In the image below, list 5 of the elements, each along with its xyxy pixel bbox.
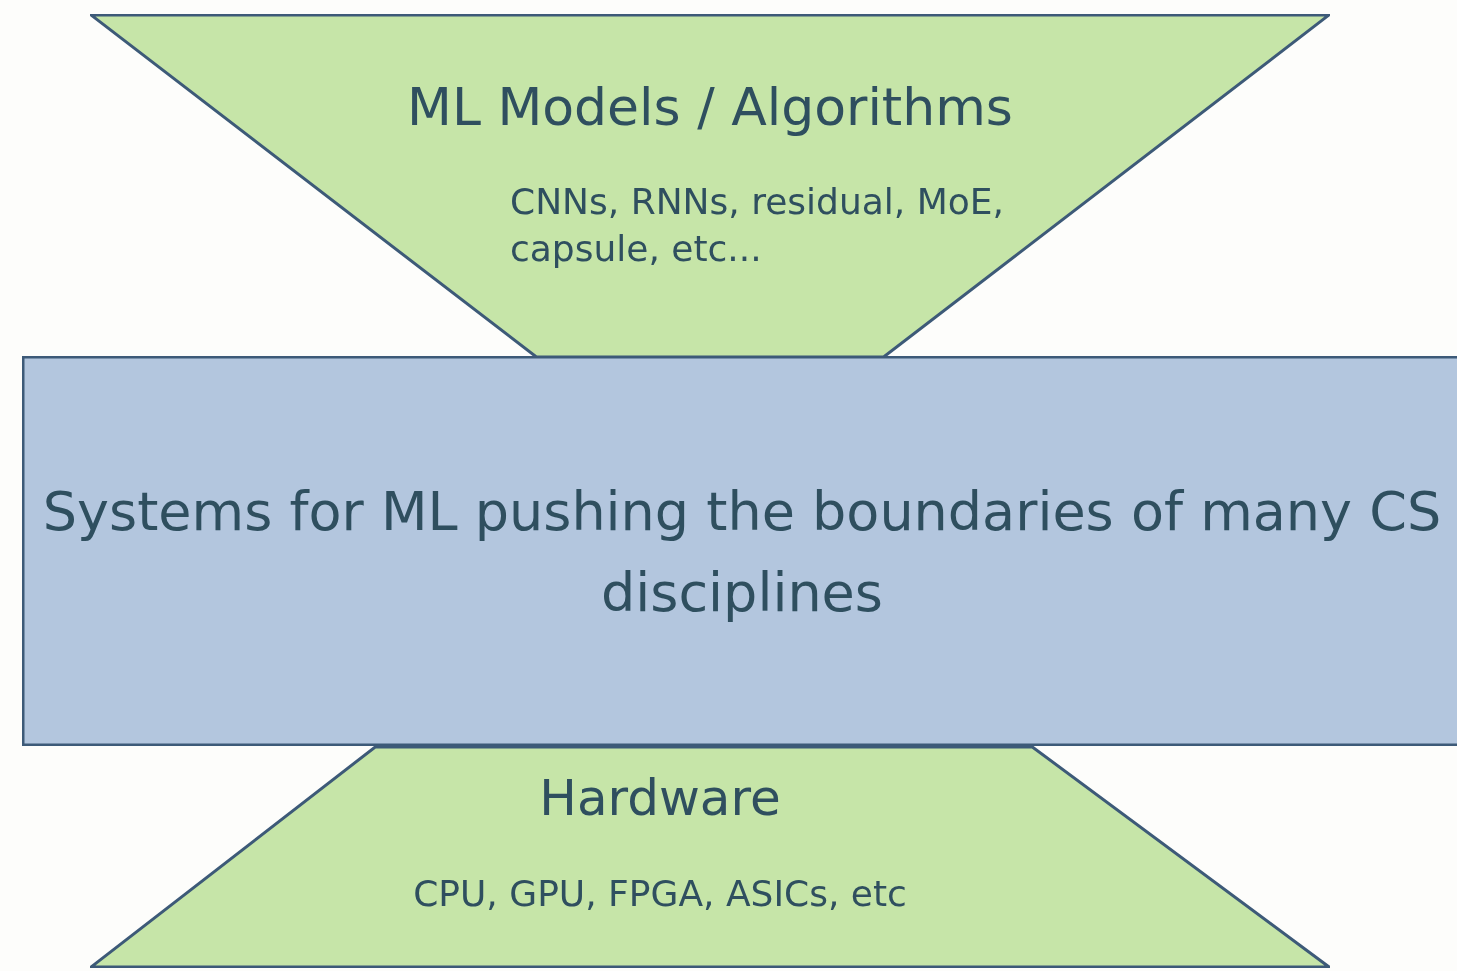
layer-description: CNNs, RNNs, residual, MoE, capsule, etc... [510, 180, 1005, 271]
layer-description: CPU, GPU, FPGA, ASICs, etc [412, 872, 908, 916]
layer-text: Systems for ML pushing the boundaries of many CS disciplines [41, 479, 1443, 626]
layer-heading: ML Models / Algorithms [406, 76, 1014, 139]
layer-heading: Hardware [538, 768, 782, 829]
